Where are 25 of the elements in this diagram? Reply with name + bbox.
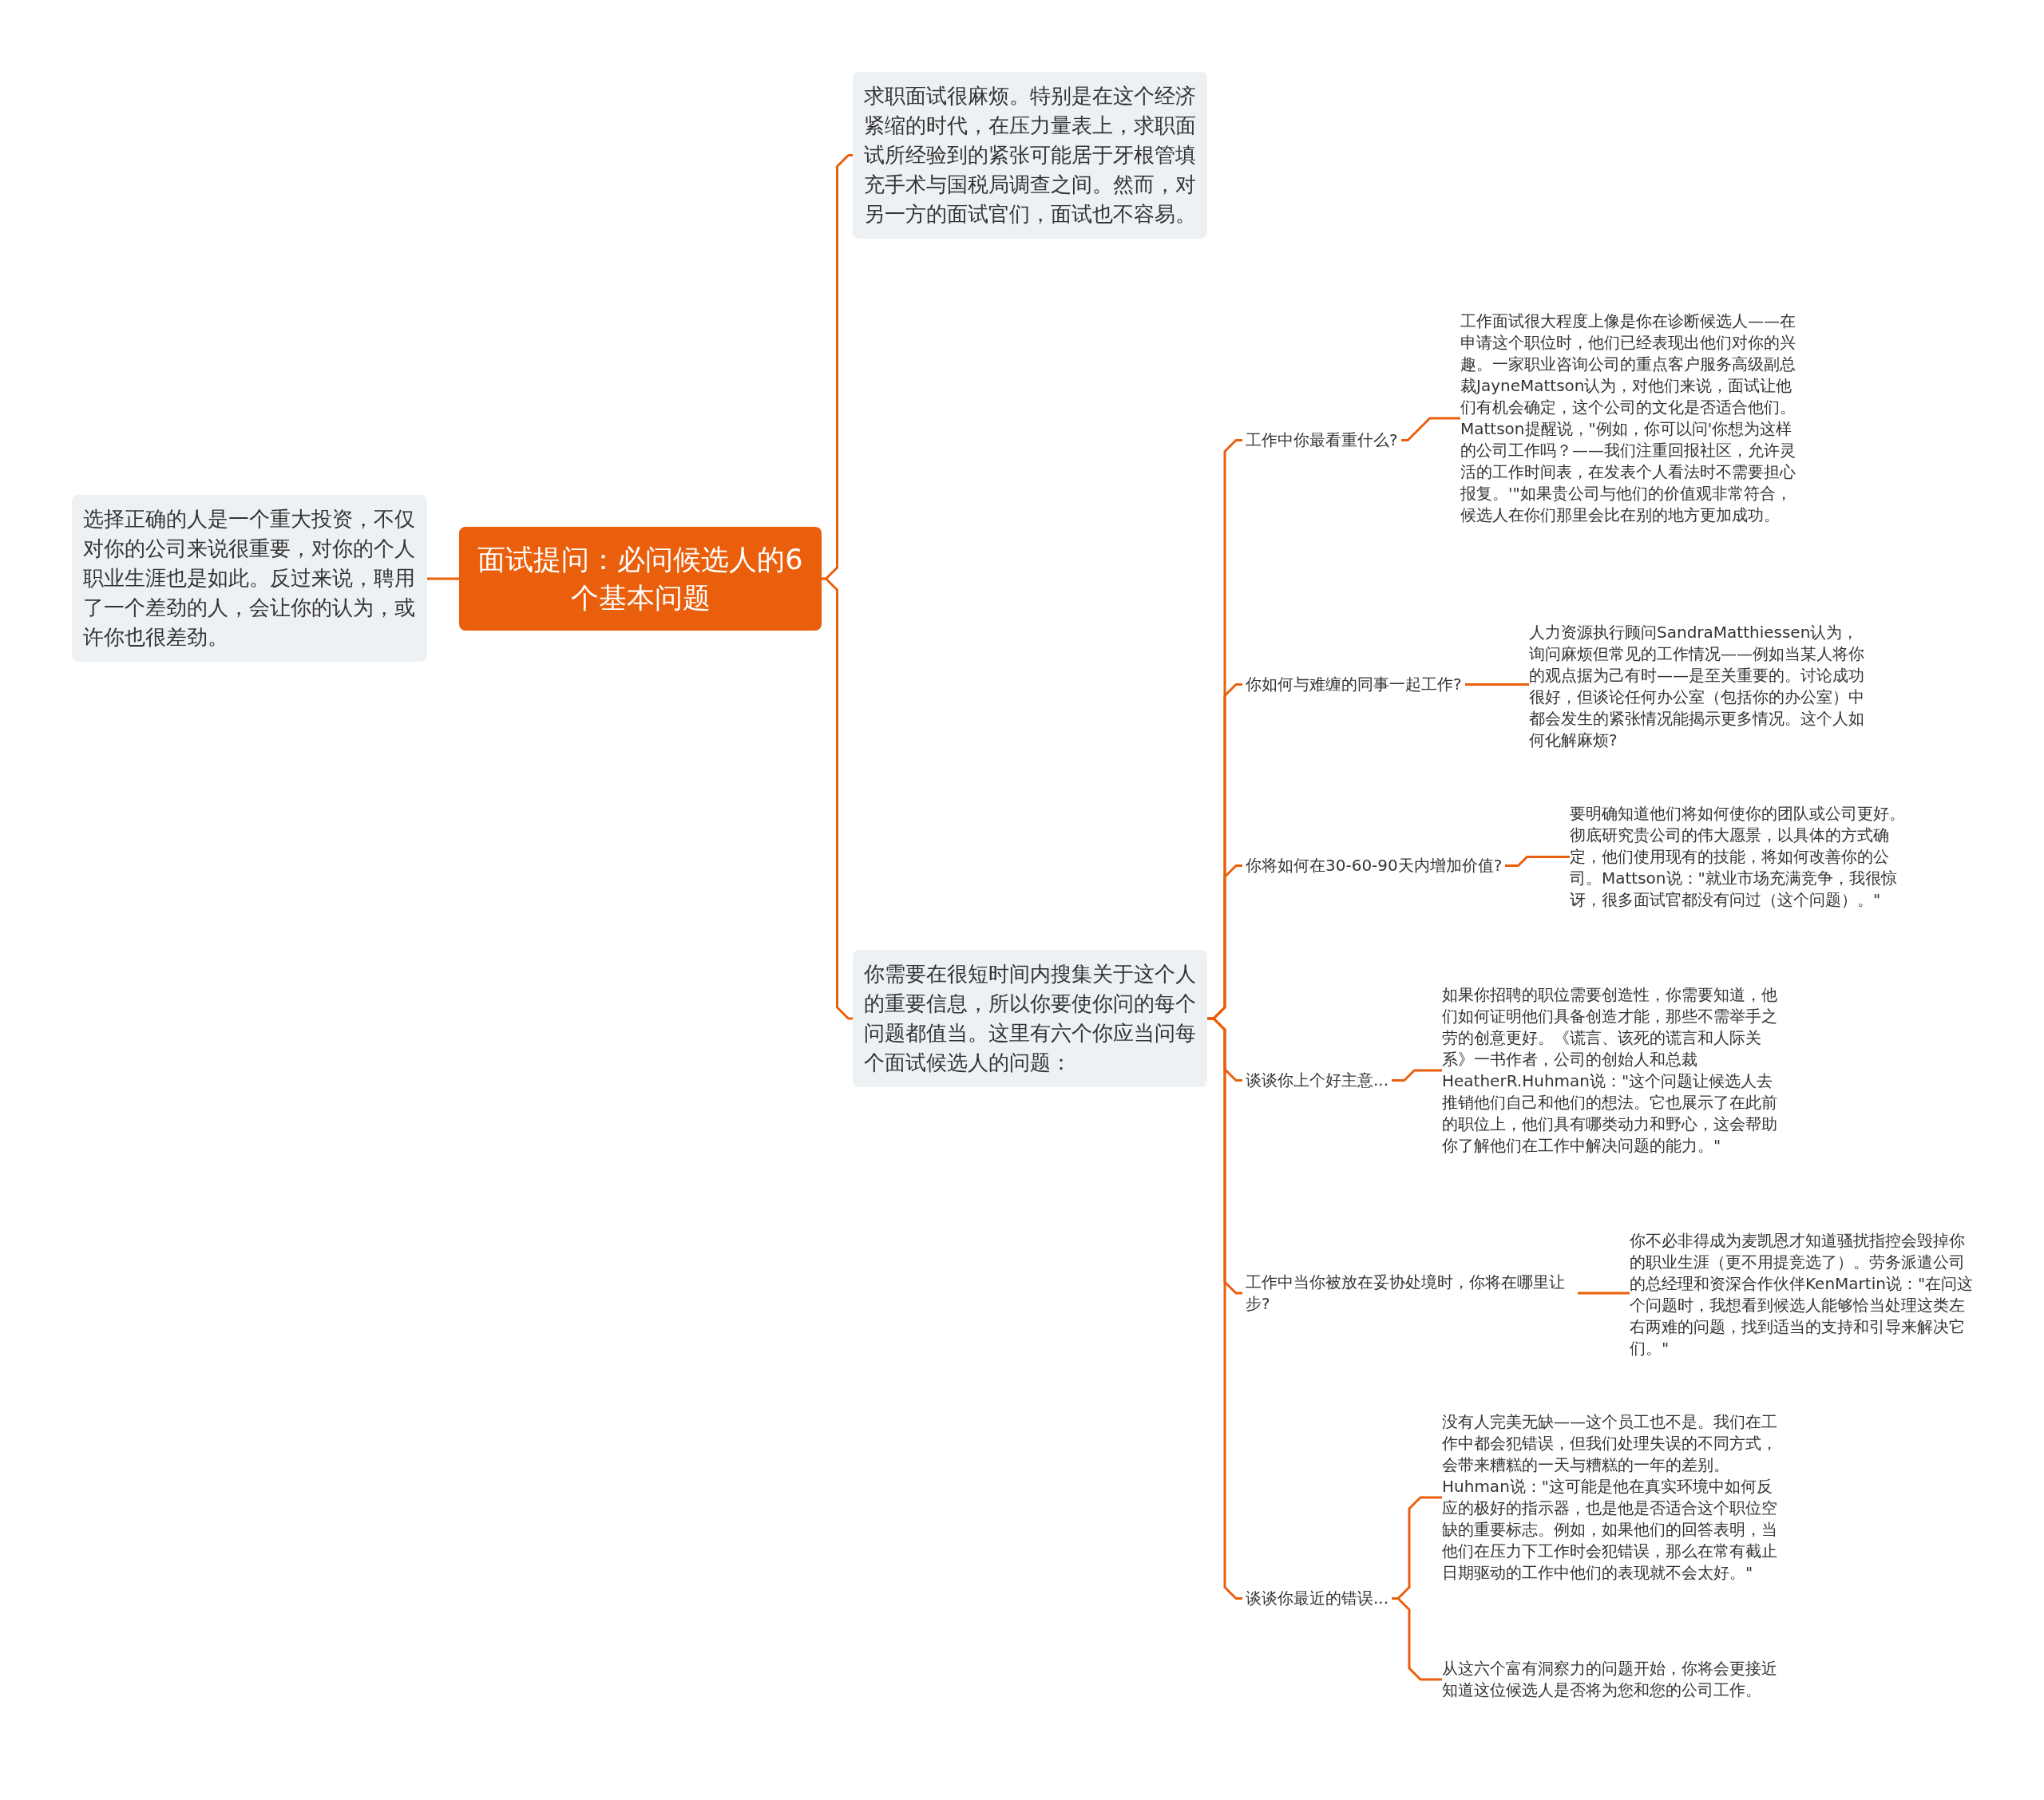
- note-text: 工作面试很大程度上像是你在诊断候选人——在申请这个职位时，他们已经表现出他们对你的兴趣。一家职业咨询公司的重点客户服务高级副总裁JayneMattson认为，对他们来说，面试让他们有机会确定，这个公司的文化是否适合他们。Mattson提醒说，"例如，你可以问'你想为这样的公司工作吗？——我们注重回报社区，允许灵活的工作时间表，在发表个人看法时不需要担心报复。'"如果贵公司与他们的价值观非常符合，候选人在你们那里会比在别的地方更加成功。: [1460, 311, 1804, 526]
- subtopic-label: 谈谈你最近的错误...: [1242, 1585, 1392, 1611]
- note-text: 没有人完美无缺——这个员工也不是。我们在工作中都会犯错误，但我们处理失误的不同方式，会带来糟糕的一天与糟糕的一年的差别。Huhman说："这可能是他在真实环境中如何反应的极好的指示器，也是他是否适合这个职位空缺的重要标志。例如，如果他们的回答表明，当他们在压力下工作时会犯错误，那么在常有截止日期驱动的工作中他们的表现就不会太好。": [1442, 1411, 1785, 1584]
- connector-line: [1392, 1597, 1442, 1681]
- connector-line: [1505, 856, 1570, 867]
- note-text: 要明确知道他们将如何使你的团队或公司更好。彻底研究贵公司的伟大愿景，以具体的方式确定，他们使用现有的技能，将如何改善你的公司。Mattson说："就业市场充满竞争，我很惊讶，很多面试官都没有问过（这个问题）。": [1570, 803, 1913, 911]
- subtopic-label: 你将如何在30-60-90天内增加价值?: [1242, 853, 1506, 878]
- note-text: 你不必非得成为麦凯恩才知道骚扰指控会毁掉你的职业生涯（更不用提竞选了）。劳务派遣公司的总经理和资深合作伙伴KenMartin说："在问这个问题时，我想看到候选人能够恰当处理这类左右两难的问题，找到适当的支持和引导来解决它们。": [1630, 1230, 1977, 1359]
- note-text: 人力资源执行顾问SandraMatthiessen认为，询问麻烦但常见的工作情况——例如当某人将你的观点据为己有时——是至关重要的。讨论成功很好，但谈论任何办公室（包括你的办公室）中都会发生的紧张情况能揭示更多情况。这个人如何化解麻烦?: [1529, 622, 1872, 751]
- connector-line: [821, 577, 854, 1020]
- subtopic-label: 工作中你最看重什么?: [1242, 427, 1401, 453]
- subtopic-label: 谈谈你上个好主意...: [1242, 1067, 1392, 1093]
- connector-line: [1392, 1069, 1442, 1082]
- subtopic-label: 你如何与难缠的同事一起工作?: [1242, 671, 1465, 697]
- connector-line: [427, 577, 459, 580]
- connector-line: [1401, 417, 1460, 441]
- connector-line: [1578, 1292, 1630, 1295]
- topic-card: 选择正确的人是一个重大投资，不仅对你的公司来说很重要，对你的个人职业生涯也是如此。反过来说，聘用了一个差劲的人，会让你的认为，或许你也很差劲。: [72, 495, 427, 662]
- note-text: 从这六个富有洞察力的问题开始，你将会更接近知道这位候选人是否将为您和您的公司工作。: [1442, 1658, 1785, 1701]
- topic-card: 你需要在很短时间内搜集关于这个人的重要信息，所以你要使你问的每个问题都值当。这里有六个你应当问每个面试候选人的问题：: [853, 950, 1207, 1087]
- subtopic-label: 工作中当你被放在妥协处境时，你将在哪里让步?: [1242, 1270, 1578, 1316]
- connector-line: [1465, 683, 1529, 686]
- note-text: 如果你招聘的职位需要创造性，你需要知道，他们如何证明他们具备创造才能，那些不需举手之劳的创意更好。《谎言、该死的谎言和人际关系》一书作者，公司的创始人和总裁HeatherR.Huhman说："这个问题让候选人去推销他们自己和他们的想法。它也展示了在此前的职位上，他们具有哪类动力和野心，这会帮助你了解他们在工作中解决问题的能力。": [1442, 984, 1785, 1157]
- central-topic: 面试提问：必问候选人的6个基本问题: [459, 527, 822, 631]
- topic-card: 求职面试很麻烦。特别是在这个经济紧缩的时代，在压力量表上，求职面试所经验到的紧张可能居于牙根管填充手术与国税局调查之间。然而，对另一方的面试官们，面试也不容易。: [853, 72, 1207, 239]
